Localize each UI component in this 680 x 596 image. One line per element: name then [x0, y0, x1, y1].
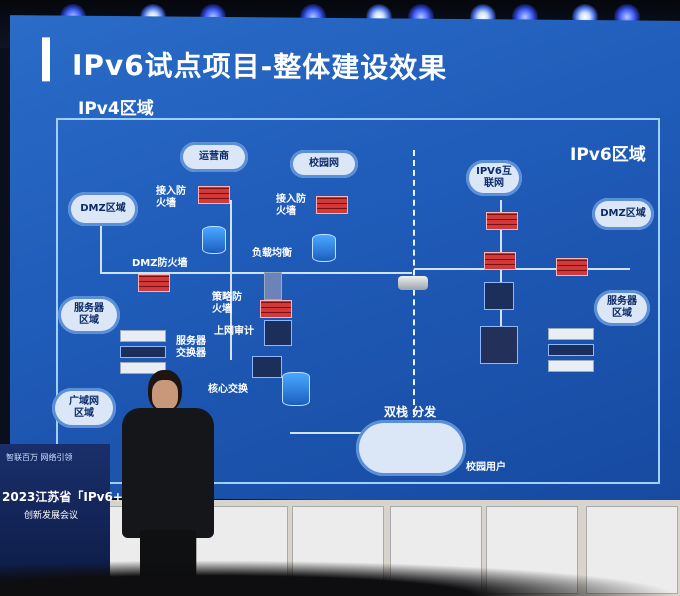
- core-switch-label: 核心交换: [208, 384, 248, 395]
- audience-silhouette: [0, 560, 680, 596]
- server-area-right-cloud: 服务器 区域: [594, 290, 650, 326]
- audit-device-icon: [484, 282, 514, 310]
- connection-line: [414, 268, 630, 270]
- server-area-left-label: 服务器 区域: [74, 303, 104, 326]
- load-balance-label: 负载均衡: [252, 248, 292, 259]
- wan-area-cloud: 广域网 区域: [52, 388, 116, 428]
- ipv4-region-label: IPv4区域: [78, 99, 154, 119]
- banner-subtitle: 创新发展会议: [24, 511, 79, 521]
- campus-net-label: 校园网: [309, 158, 339, 169]
- server-icon: [120, 330, 166, 342]
- server-area-right-label: 服务器 区域: [607, 296, 637, 319]
- server-icon: [548, 360, 594, 372]
- campus-net-cloud: 校园网: [290, 150, 358, 178]
- server-icon: [120, 362, 166, 374]
- speaker: [118, 370, 218, 596]
- server-area-left-cloud: 服务器 区域: [58, 296, 120, 334]
- server-tower-icon: [264, 272, 282, 300]
- campus-users-cloud: [356, 420, 466, 476]
- connection-line: [100, 226, 102, 274]
- server-icon: [120, 346, 166, 358]
- dmz-right-label: DMZ区域: [600, 208, 646, 219]
- ipv6-internet-cloud: IPV6互 联网: [466, 160, 522, 196]
- firewall-icon: [486, 212, 518, 230]
- ipv6-region-label: IPv6区域: [570, 145, 646, 165]
- speaker-suit: [122, 408, 214, 538]
- dmz-left-label: DMZ区域: [80, 203, 126, 214]
- banner-event-title: 2023江苏省「IPv6+」: [2, 490, 135, 504]
- firewall-icon: [138, 274, 170, 292]
- online-audit-label: 上网审计: [214, 326, 254, 337]
- server-icon: [548, 328, 594, 340]
- carrier-cloud: 运营商: [180, 142, 248, 172]
- router-icon: [398, 276, 428, 290]
- load-balancer-icon: [312, 234, 336, 262]
- dmz-left-cloud: DMZ区域: [68, 192, 138, 226]
- speaker-face: [152, 380, 178, 410]
- firewall-icon: [198, 186, 230, 204]
- campus-users-label: 校园用户: [466, 462, 506, 473]
- wan-area-label: 广域网 区域: [69, 396, 99, 419]
- connection-line: [100, 272, 412, 274]
- load-balancer-icon: [202, 226, 226, 254]
- firewall-icon: [556, 258, 588, 276]
- connection-line: [230, 200, 232, 360]
- dual-stack-label: 双栈 分发: [384, 405, 437, 419]
- carrier-label: 运营商: [199, 151, 229, 162]
- access-firewall-label: 接入防 火墙: [276, 194, 306, 217]
- dmz-right-cloud: DMZ区域: [592, 198, 654, 230]
- slide-title: IPv6试点项目-整体建设效果: [72, 48, 448, 85]
- server-icon: [548, 344, 594, 356]
- network-diagram-frame: [56, 118, 660, 484]
- connection-line: [500, 200, 502, 340]
- core-switch-icon: [282, 372, 310, 406]
- dmz-firewall-label: DMZ防火墙: [132, 258, 188, 269]
- switch-icon: [252, 356, 282, 378]
- strategy-firewall-label: 策略防 火墙: [212, 292, 242, 315]
- server-rack-icon: [480, 326, 518, 364]
- title-accent-bar: [42, 37, 50, 82]
- firewall-icon: [316, 196, 348, 214]
- connection-line: [290, 432, 370, 434]
- firewall-icon: [260, 300, 292, 318]
- audit-device-icon: [264, 320, 292, 346]
- firewall-icon: [484, 252, 516, 270]
- banner-slogan: 智联百万 网络引领: [6, 453, 73, 462]
- ipv6-internet-label: IPV6互 联网: [476, 166, 512, 189]
- server-switch-label: 服务器 交换器: [176, 336, 206, 359]
- access-firewall-label: 接入防 火墙: [156, 186, 186, 209]
